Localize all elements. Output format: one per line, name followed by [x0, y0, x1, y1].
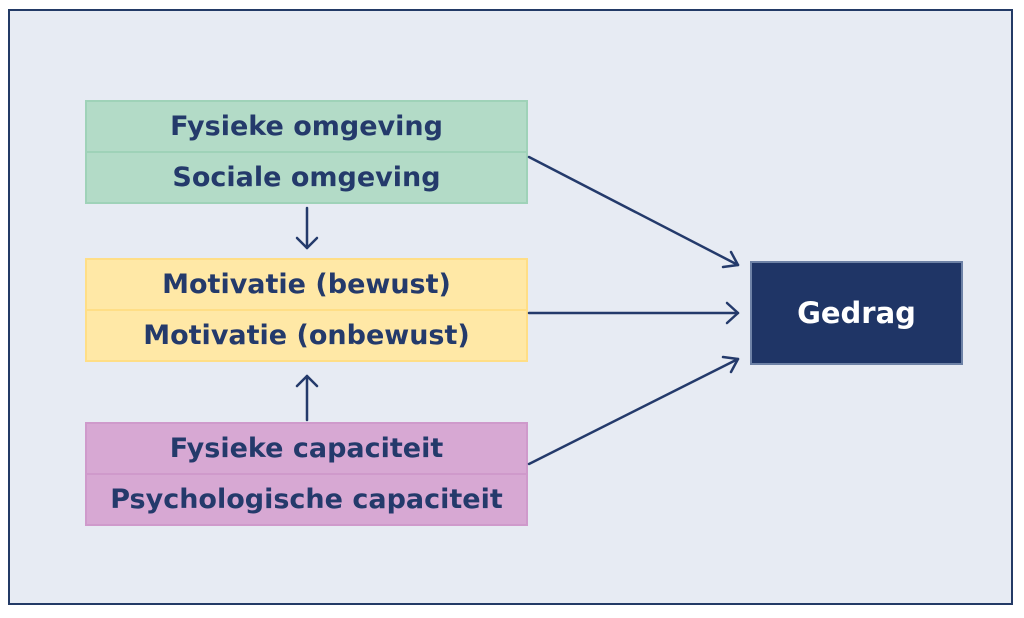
behaviour-box: Gedrag — [750, 261, 963, 365]
physical-capability-box: Fysieke capaciteit — [85, 422, 528, 475]
environment-group: Fysieke omgeving Sociale omgeving — [85, 100, 528, 204]
arrow-capability-to-motivation-head — [295, 374, 319, 388]
capability-group: Fysieke capaciteit Psychologische capaci… — [85, 422, 528, 526]
arrow-environment-to-behaviour — [527, 155, 740, 267]
social-environment-box: Sociale omgeving — [85, 151, 528, 204]
arrow-capability-to-behaviour-head — [721, 355, 740, 374]
arrow-environment-to-behaviour-head — [721, 250, 740, 269]
physical-environment-box: Fysieke omgeving — [85, 100, 528, 153]
arrow-capability-to-behaviour — [527, 357, 740, 466]
unconscious-motivation-box: Motivatie (onbewust) — [85, 309, 528, 362]
psychological-capability-box: Psychologische capaciteit — [85, 473, 528, 526]
arrow-environment-to-motivation-head — [295, 236, 319, 250]
motivation-group: Motivatie (bewust) Motivatie (onbewust) — [85, 258, 528, 362]
arrow-motivation-to-behaviour-head — [725, 301, 740, 325]
